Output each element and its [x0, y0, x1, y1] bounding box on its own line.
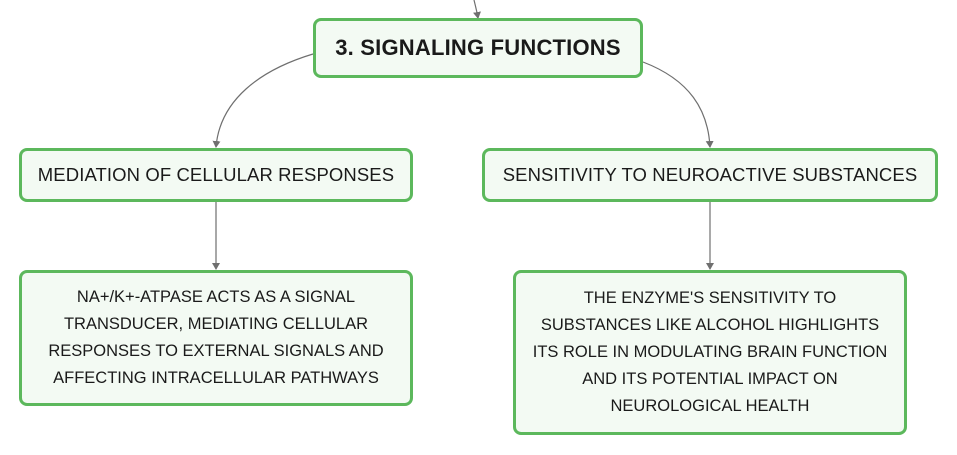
connector-root-to-mediation [212, 53, 314, 148]
root-node-label: 3. SIGNALING FUNCTIONS [335, 35, 621, 60]
root-node-signaling-functions[interactable]: 3. SIGNALING FUNCTIONS [313, 18, 643, 78]
node-label: SENSITIVITY TO NEUROACTIVE SUBSTANCES [502, 164, 918, 185]
node-mediation-of-cellular-responses[interactable]: MEDIATION OF CELLULAR RESPONSES [19, 148, 413, 202]
node-alcohol-sensitivity-detail[interactable]: THE ENZYME'S SENSITIVITY TO SUBSTANCES L… [513, 270, 907, 435]
node-sensitivity-to-neuroactive-substances[interactable]: SENSITIVITY TO NEUROACTIVE SUBSTANCES [482, 148, 938, 202]
node-label: MEDIATION OF CELLULAR RESPONSES [37, 164, 395, 185]
node-detail-text: NA+/K+-ATPASE ACTS AS A SIGNAL TRANSDUCE… [48, 288, 384, 387]
connector-root-to-sensitivity [642, 61, 714, 148]
node-signal-transducer-detail[interactable]: NA+/K+-ATPASE ACTS AS A SIGNAL TRANSDUCE… [19, 270, 413, 406]
incoming-connector [473, 0, 481, 19]
node-detail-text: THE ENZYME'S SENSITIVITY TO SUBSTANCES L… [532, 289, 888, 415]
